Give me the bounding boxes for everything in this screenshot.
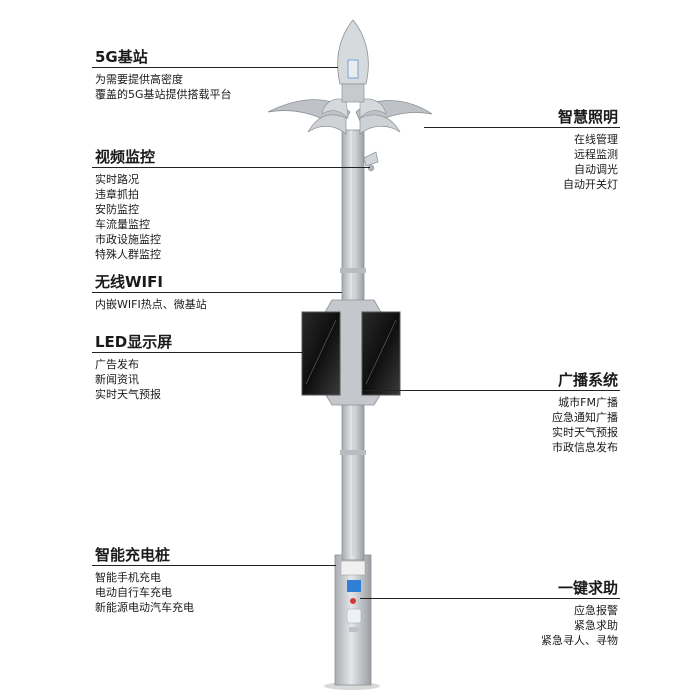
pole-ring-1	[340, 268, 366, 273]
feature-item: 电动自行车充电	[95, 586, 172, 599]
leader-line-5g	[92, 67, 338, 68]
feature-item: 市政设施监控	[95, 233, 161, 246]
leader-line-broadcast	[364, 390, 620, 391]
feature-item: 为需要提供高密度	[95, 73, 183, 86]
feature-item: 应急通知广播	[552, 411, 618, 424]
leader-line-led	[92, 352, 304, 353]
feature-item: 远程监测	[574, 148, 618, 161]
5g-panel-icon	[347, 59, 359, 79]
sos-button-icon	[350, 598, 356, 604]
antenna-neck	[341, 83, 365, 103]
feature-title: 智慧照明	[557, 108, 618, 126]
feature-item: 新能源电动汽车充电	[95, 601, 194, 614]
pole-ring-2	[340, 450, 366, 455]
feature-one-touch-sos: 一键求助 应急报警 紧急求助 紧急寻人、寻物	[541, 579, 618, 648]
feature-title: 5G基站	[95, 48, 148, 66]
feature-item: 内嵌WIFI热点、微基站	[95, 298, 207, 311]
feature-item: 市政信息发布	[552, 441, 618, 454]
feature-item: 实时路况	[95, 173, 139, 186]
feature-item: 安防监控	[95, 203, 139, 216]
screen-glare-right	[365, 319, 397, 385]
feature-item: 自动开关灯	[563, 178, 618, 191]
leader-line-video	[92, 167, 370, 168]
feature-title: LED显示屏	[95, 333, 173, 351]
cabinet-top-label	[340, 560, 366, 576]
feature-item: 在线管理	[574, 133, 618, 146]
screen-glare-left	[305, 319, 337, 385]
feature-title: 智能充电桩	[95, 546, 171, 564]
feature-item: 实时天气预报	[552, 426, 618, 439]
feature-item: 违章抓拍	[95, 188, 139, 201]
feature-item: 城市FM广播	[558, 396, 618, 409]
feature-smart-lighting: 智慧照明 在线管理 远程监测 自动调光 自动开关灯	[558, 108, 618, 192]
feature-wireless-wifi: 无线WIFI 内嵌WIFI热点、微基站	[95, 273, 207, 312]
feature-item: 新闻资讯	[95, 373, 139, 386]
leader-line-charging	[92, 565, 336, 566]
feature-item: 广告发布	[95, 358, 139, 371]
feature-item: 紧急求助	[574, 619, 618, 632]
leader-line-lighting	[424, 127, 620, 128]
feature-item: 覆盖的5G基站提供搭载平台	[95, 88, 232, 101]
lamp-arm-inner-left	[307, 114, 347, 135]
scroll-ornament-left	[321, 98, 349, 119]
feature-item: 自动调光	[574, 163, 618, 176]
feature-5g-base-station: 5G基站 为需要提供高密度 覆盖的5G基站提供搭载平台	[95, 48, 232, 102]
feature-smart-charging: 智能充电桩 智能手机充电 电动自行车充电 新能源电动汽车充电	[95, 546, 194, 615]
feature-title: 广播系统	[557, 371, 618, 389]
feature-title: 视频监控	[95, 148, 156, 166]
leader-line-wifi	[92, 292, 342, 293]
feature-item: 实时天气预报	[95, 388, 161, 401]
feature-led-display: LED显示屏 广告发布 新闻资讯 实时天气预报	[95, 333, 172, 402]
feature-title: 无线WIFI	[95, 273, 163, 291]
charging-port-icon	[346, 608, 362, 624]
feature-broadcast-system: 广播系统 城市FM广播 应急通知广播 实时天气预报 市政信息发布	[552, 371, 618, 455]
feature-item: 特殊人群监控	[95, 248, 161, 261]
cabinet-slot	[349, 627, 359, 632]
cabinet-display-screen	[347, 580, 361, 592]
feature-item: 车流量监控	[95, 218, 150, 231]
lamp-arm-inner-right	[359, 114, 401, 135]
camera-lens	[367, 164, 375, 172]
leader-line-sos	[360, 598, 620, 599]
feature-item: 紧急寻人、寻物	[541, 634, 618, 647]
camera-icon	[363, 151, 379, 167]
scroll-ornament-right	[359, 98, 387, 119]
feature-video-surveillance: 视频监控 实时路况 违章抓拍 安防监控 车流量监控 市政设施监控 特殊人群监控	[95, 148, 161, 262]
feature-item: 智能手机充电	[95, 571, 161, 584]
feature-title: 一键求助	[557, 579, 618, 597]
feature-item: 应急报警	[574, 604, 618, 617]
